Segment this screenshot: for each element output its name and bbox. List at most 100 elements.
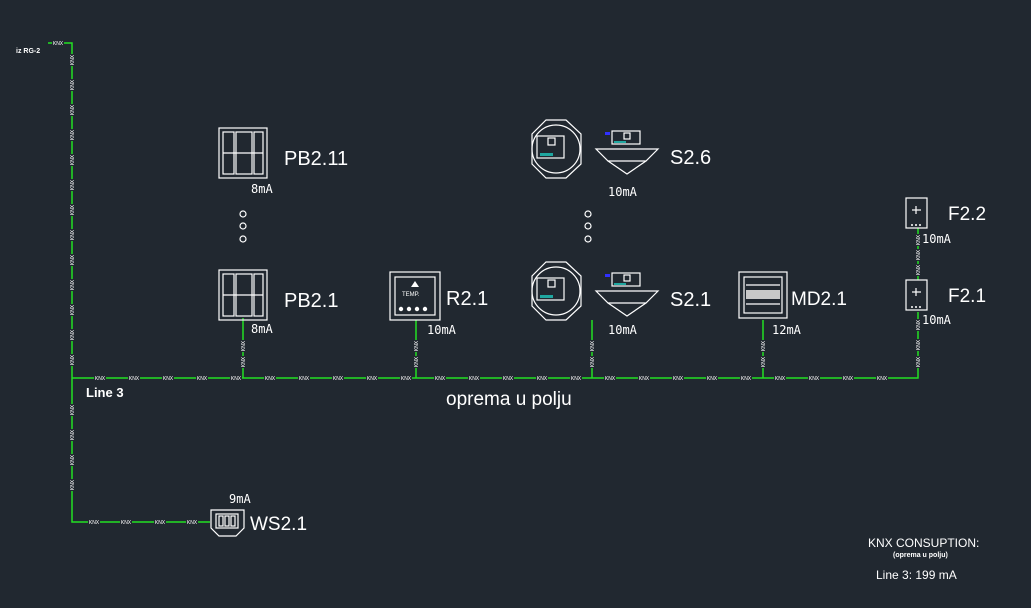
knx-wire-tag: KNX bbox=[774, 375, 786, 382]
svg-text:KNX: KNX bbox=[843, 376, 854, 382]
knx-wire-tag: KNX bbox=[69, 404, 76, 416]
knx-wire-tag: KNX bbox=[240, 340, 247, 352]
knx-wire-tag: KNX bbox=[69, 279, 76, 291]
knx-wire-tag: KNX bbox=[69, 429, 76, 441]
knx-wire-tag: KNX bbox=[672, 375, 684, 382]
window-contact-icon bbox=[905, 197, 928, 229]
device-r2-1[interactable]: TEMP. R2.1 10mA bbox=[389, 271, 488, 337]
svg-text:KNX: KNX bbox=[537, 376, 548, 382]
knx-wire-tag: KNX bbox=[69, 179, 76, 191]
svg-text:KNX: KNX bbox=[197, 376, 208, 382]
device-ws2-1[interactable]: WS2.1 9mA bbox=[210, 492, 307, 537]
knx-wire-tag: KNX bbox=[638, 375, 650, 382]
knx-wire-tag: KNX bbox=[128, 375, 140, 382]
knx-wire-tag: KNX bbox=[589, 356, 596, 368]
device-current: 10mA bbox=[427, 323, 457, 337]
svg-text:KNX: KNX bbox=[299, 376, 310, 382]
svg-text:KNX: KNX bbox=[129, 376, 140, 382]
knx-wire-tag: KNX bbox=[230, 375, 242, 382]
knx-wire-tag: KNX bbox=[915, 249, 922, 261]
svg-text:KNX: KNX bbox=[367, 376, 378, 382]
svg-text:KNX: KNX bbox=[916, 356, 922, 367]
knx-wire-tag: KNX bbox=[94, 375, 106, 382]
device-md2-1[interactable]: MD2.1 12mA bbox=[738, 271, 847, 337]
knx-wire-tag: KNX bbox=[915, 264, 922, 276]
push-button-panel-icon bbox=[218, 269, 268, 321]
device-s2-6[interactable]: S2.6 10mA bbox=[531, 119, 711, 199]
svg-text:KNX: KNX bbox=[70, 404, 76, 415]
knx-wire-tag: KNX bbox=[502, 375, 514, 382]
knx-wire-tag: KNX bbox=[366, 375, 378, 382]
device-s2-1[interactable]: S2.1 10mA bbox=[531, 261, 711, 337]
knx-wire-tag: KNX bbox=[915, 339, 922, 351]
device-current: 10mA bbox=[608, 323, 638, 337]
device-current: 9mA bbox=[229, 492, 251, 506]
line-label: Line 3 bbox=[86, 385, 124, 400]
svg-text:KNX: KNX bbox=[70, 429, 76, 440]
knx-wire-tag: KNX bbox=[915, 319, 922, 331]
knx-wire-tag: KNX bbox=[240, 356, 247, 368]
device-pb2-1[interactable]: PB2.1 8mA bbox=[218, 269, 338, 336]
svg-text:KNX: KNX bbox=[70, 179, 76, 190]
device-current: 8mA bbox=[251, 182, 273, 196]
knx-wire-tag: KNX bbox=[69, 354, 76, 366]
knx-wire-tag: KNX bbox=[413, 340, 420, 352]
svg-text:KNX: KNX bbox=[916, 234, 922, 245]
svg-text:KNX: KNX bbox=[571, 376, 582, 382]
svg-text:KNX: KNX bbox=[70, 304, 76, 315]
svg-text:KNX: KNX bbox=[877, 376, 888, 382]
knx-wire-tag: KNX bbox=[298, 375, 310, 382]
svg-text:KNX: KNX bbox=[333, 376, 344, 382]
knx-wire-tag: KNX bbox=[536, 375, 548, 382]
device-label: WS2.1 bbox=[250, 514, 307, 535]
knx-wire-tag: KNX bbox=[154, 519, 166, 526]
knx-wire-tag: KNX bbox=[69, 204, 76, 216]
knx-wire-tag: KNX bbox=[915, 234, 922, 246]
device-label: PB2.11 bbox=[284, 148, 348, 170]
knx-wire-tag: KNX bbox=[332, 375, 344, 382]
svg-text:KNX: KNX bbox=[70, 104, 76, 115]
svg-text:KNX: KNX bbox=[673, 376, 684, 382]
svg-text:KNX: KNX bbox=[590, 356, 596, 367]
knx-wire-tag: KNX bbox=[760, 356, 767, 368]
svg-text:KNX: KNX bbox=[707, 376, 718, 382]
knx-wire-tag: KNX bbox=[468, 375, 480, 382]
svg-text:KNX: KNX bbox=[775, 376, 786, 382]
svg-text:KNX: KNX bbox=[241, 356, 247, 367]
svg-text:KNX: KNX bbox=[163, 376, 174, 382]
device-f2-1[interactable]: F2.1 10mA bbox=[905, 279, 986, 327]
svg-text:KNX: KNX bbox=[414, 356, 420, 367]
knx-wire-tag: KNX bbox=[604, 375, 616, 382]
knx-wire-tag: KNX bbox=[706, 375, 718, 382]
device-current: 10mA bbox=[922, 232, 952, 246]
svg-text:KNX: KNX bbox=[70, 154, 76, 165]
device-f2-2[interactable]: F2.2 10mA bbox=[905, 197, 986, 246]
svg-text:KNX: KNX bbox=[70, 454, 76, 465]
svg-text:KNX: KNX bbox=[469, 376, 480, 382]
consumption-summary: KNX CONSUPTION: (oprema u polju) Line 3:… bbox=[868, 536, 979, 582]
svg-text:KNX: KNX bbox=[605, 376, 616, 382]
knx-wire-tag: KNX bbox=[69, 229, 76, 241]
knx-wire-tag: KNX bbox=[69, 104, 76, 116]
knx-wire-tag: KNX bbox=[69, 454, 76, 466]
svg-text:KNX: KNX bbox=[741, 376, 752, 382]
device-label: MD2.1 bbox=[791, 289, 847, 310]
svg-text:KNX: KNX bbox=[414, 340, 420, 351]
svg-text:KNX: KNX bbox=[435, 376, 446, 382]
knx-wire-tag: KNX bbox=[162, 375, 174, 382]
knx-wire-tag: KNX bbox=[69, 479, 76, 491]
svg-text:KNX: KNX bbox=[121, 520, 132, 526]
knx-wire-tag: KNX bbox=[186, 519, 198, 526]
svg-text:KNX: KNX bbox=[401, 376, 412, 382]
knx-wire-tag: KNX bbox=[69, 79, 76, 91]
device-current: 10mA bbox=[922, 313, 952, 327]
knx-wire-tag: KNX bbox=[120, 519, 132, 526]
svg-text:KNX: KNX bbox=[70, 79, 76, 90]
svg-text:KNX: KNX bbox=[70, 54, 76, 65]
knx-wire-tag: KNX bbox=[915, 356, 922, 368]
svg-text:KNX: KNX bbox=[95, 376, 106, 382]
device-pb2-11[interactable]: PB2.11 8mA bbox=[218, 127, 348, 196]
knx-wire-tag: KNX bbox=[69, 329, 76, 341]
